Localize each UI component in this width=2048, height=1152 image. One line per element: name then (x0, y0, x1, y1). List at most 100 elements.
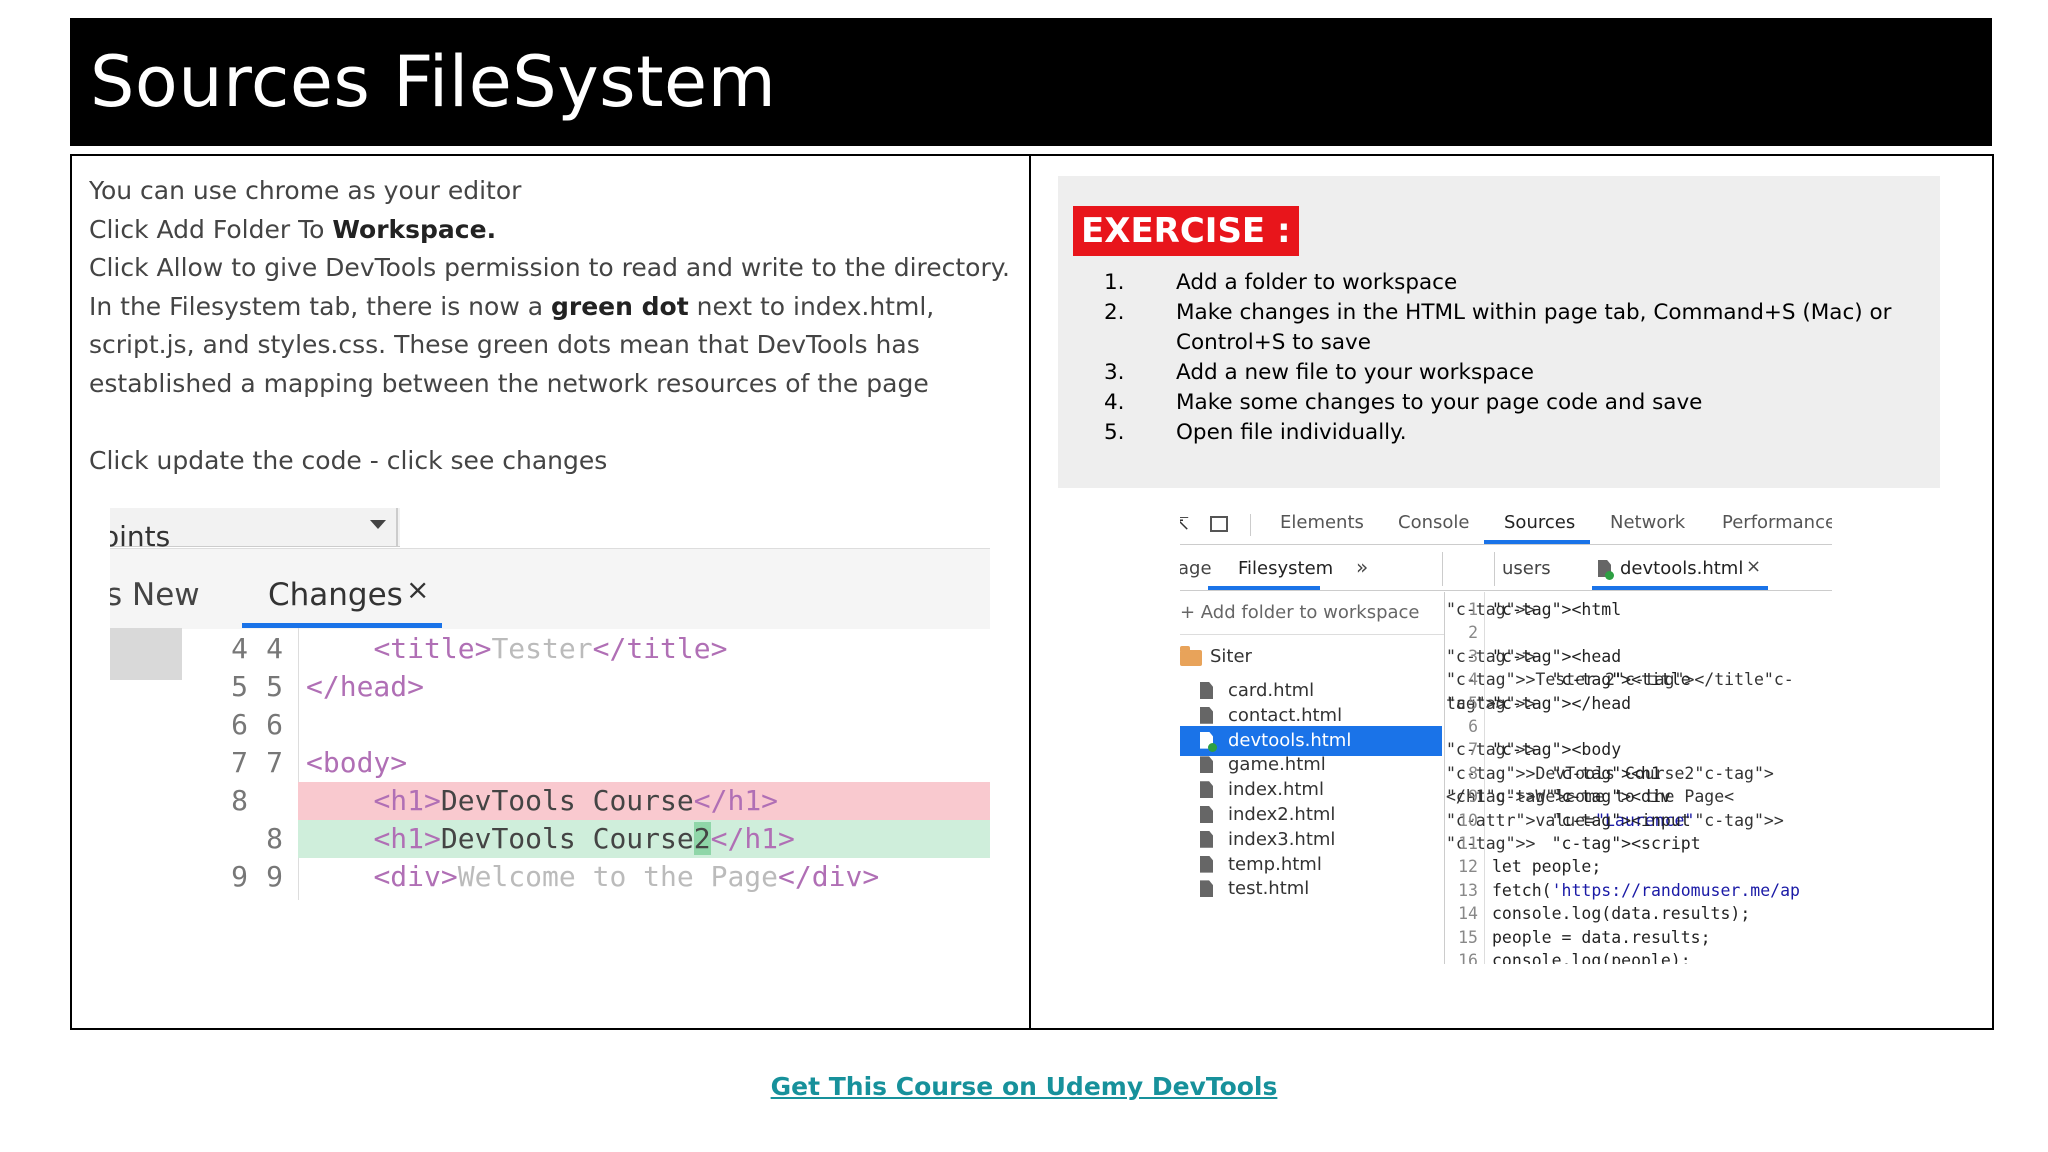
line-number: 10 (1458, 810, 1478, 830)
exercise-item: 4. Make some changes to your page code an… (1104, 388, 1924, 418)
desc-line-4-text: In the Filesystem tab, there is now a (89, 291, 551, 321)
line-number: 16 (1458, 951, 1478, 964)
line-number: 15 (1458, 927, 1478, 947)
filesystem-navigator: + Add folder to workspace Siter card.htm… (1180, 592, 1445, 964)
code-line: 5"c-tag"></head"c-tag">> (1446, 692, 1832, 715)
code-line: 11 "c-tag"><script"c-tag">> (1446, 832, 1832, 855)
code-line: 9 "c-tag"><div"c-tag">>Welcome to the Pa… (1446, 785, 1832, 808)
diff-code: <h1>DevTools Course</h1> (373, 784, 779, 817)
file-icon (1200, 682, 1213, 699)
tab-filesystem[interactable]: Filesystem (1238, 558, 1334, 579)
tab-whats-new[interactable]: s New (110, 577, 200, 613)
file-name: index2.html (1228, 804, 1336, 825)
code-text: "c-tag"><div (1551, 787, 1671, 807)
file-item[interactable]: card.html (1180, 676, 1442, 706)
desc-line-2: Click Add Folder To Workspace. (89, 211, 1019, 250)
editor-tab-users[interactable]: users (1502, 558, 1551, 579)
title-bar: Sources FileSystem (70, 18, 1992, 146)
tab-changes[interactable]: Changes (268, 577, 403, 613)
udemy-course-link[interactable]: Get This Course on Udemy DevTools (770, 1072, 1278, 1101)
old-line-number: 7 (231, 746, 248, 779)
exercise-item-number: 2. (1104, 300, 1125, 325)
file-icon (1200, 830, 1213, 848)
tab-sources[interactable]: Sources (1504, 512, 1576, 533)
column-divider (1029, 154, 1031, 1030)
code-text: "c-tag"><h1 (1551, 763, 1661, 783)
code-line: 6 (1446, 715, 1832, 738)
file-icon (1200, 880, 1213, 898)
diff-code: <div>Welcome to the Page</div> (373, 860, 880, 893)
folder-siter[interactable]: Siter (1210, 646, 1252, 667)
tab-page[interactable]: age (1180, 558, 1212, 579)
line-number: 13 (1458, 880, 1478, 900)
code-line: 10 "c-tag"><input "c-attr">value="Lauren… (1446, 809, 1832, 832)
new-line-number: 9 (266, 860, 283, 893)
exercise-item: 1.Add a folder to workspace (1104, 268, 1924, 298)
line-number: 12 (1458, 857, 1478, 877)
exercise-item-number: 4. (1104, 390, 1125, 415)
chevron-down-icon (370, 520, 386, 529)
device-toggle-icon[interactable] (1210, 516, 1228, 532)
desc-line-3: Click Allow to give DevTools permission … (89, 253, 1010, 282)
breakpoints-dropdown[interactable]: oints (110, 508, 400, 553)
diff-code: <title>Tester</title> (373, 632, 728, 665)
inspect-icon[interactable]: ⇱ (1180, 514, 1190, 535)
line-number: 3 (1468, 646, 1478, 666)
code-line: 7"c-tag"><body"c-tag">> (1446, 738, 1832, 761)
file-name: index.html (1228, 779, 1324, 801)
file-item[interactable]: index.html (1180, 775, 1442, 805)
line-number: 5 (1468, 693, 1478, 713)
exercise-item-number: 5. (1104, 420, 1125, 445)
file-item[interactable]: contact.html (1180, 701, 1442, 731)
file-item[interactable]: devtools.html (1180, 725, 1442, 756)
old-line-number: 5 (231, 670, 248, 703)
diff-code: </head> (306, 670, 425, 703)
exercise-badge: EXERCISE : (1073, 206, 1299, 256)
desc-line-2-text: Click Add Folder To (89, 214, 333, 244)
file-item[interactable]: index3.html (1180, 825, 1442, 855)
exercise-item-text: Make changes in the HTML within page tab… (1176, 300, 1892, 355)
file-item[interactable]: index2.html (1180, 800, 1442, 830)
file-item[interactable]: temp.html (1180, 850, 1442, 880)
desc-line-4: In the Filesystem tab, there is now a gr… (89, 288, 1019, 404)
old-line-number: 8 (231, 784, 248, 817)
desc-line-5: Click update the code - click see change… (89, 445, 608, 475)
tab-performance[interactable]: Performance (1722, 512, 1832, 533)
diff-gutter (110, 628, 182, 680)
exercise-item-text: Make some changes to your page code and … (1176, 390, 1703, 415)
file-item[interactable]: game.html (1180, 750, 1442, 780)
exercise-item-number: 3. (1104, 360, 1125, 385)
sources-subtabs: age Filesystem » users devtools.html × (1180, 546, 1832, 620)
active-subtab-underline (1208, 586, 1320, 590)
close-icon[interactable]: × (1746, 556, 1762, 577)
line-number: 2 (1468, 623, 1478, 643)
line-number: 6 (1468, 717, 1478, 736)
tab-network[interactable]: Network (1610, 512, 1686, 533)
code-line: 4 "c-tag"><title"c-tag">>Tester 2"c-tag"… (1446, 670, 1794, 713)
file-icon (1200, 781, 1213, 799)
add-folder-to-workspace-button[interactable]: + Add folder to workspace (1180, 602, 1420, 623)
file-name: temp.html (1228, 853, 1322, 875)
line-number: 14 (1458, 904, 1478, 924)
folder-icon (1180, 646, 1202, 666)
exercise-item: 2. Make changes in the HTML within page t… (1104, 298, 1924, 358)
tab-elements[interactable]: Elements (1280, 512, 1364, 533)
code-text: "c-tag"></head (1492, 693, 1632, 713)
mapped-green-dot-icon (1605, 571, 1614, 580)
editor-tab-devtools-html[interactable]: devtools.html (1620, 558, 1744, 579)
more-tabs-icon[interactable]: » (1356, 555, 1369, 579)
breakpoints-label: oints (110, 520, 171, 553)
close-icon[interactable]: × (406, 573, 430, 606)
diff-row-deleted: 8 <h1>DevTools Course</h1> (110, 782, 990, 820)
tab-console[interactable]: Console (1398, 512, 1470, 533)
file-item[interactable]: test.html (1180, 874, 1442, 904)
